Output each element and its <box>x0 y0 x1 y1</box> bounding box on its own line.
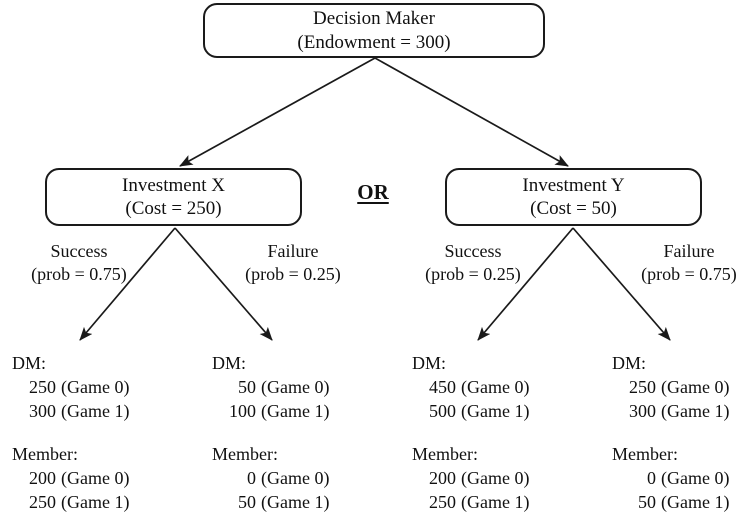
node-investment-x-title: Investment X <box>122 174 225 196</box>
outcome-spacer <box>612 424 747 443</box>
outcome-member-game0-value: 200 <box>429 467 456 488</box>
branch-prob-y-failure: (prob = 0.75) <box>641 264 737 285</box>
outcome-dm-game1: 300 (Game 1) <box>612 400 747 424</box>
outcome-dm-game1-suffix: (Game 1) <box>461 400 530 421</box>
outcome-member-game0: 200 (Game 0) <box>12 467 197 491</box>
outcome-dm-game0-value: 450 <box>429 376 456 397</box>
outcome-dm-game1-suffix: (Game 1) <box>661 400 730 421</box>
outcome-member-game0-suffix: (Game 0) <box>261 467 330 488</box>
branch-prob-x-success: (prob = 0.75) <box>31 264 127 285</box>
edge-root-to-investment-x <box>179 57 376 167</box>
outcome-dm-game0-value: 250 <box>629 376 656 397</box>
branch-label-x-failure: Failure (prob = 0.25) <box>218 240 368 287</box>
outcome-dm-game1: 100 (Game 1) <box>212 400 397 424</box>
branch-prob-x-failure: (prob = 0.25) <box>245 264 341 285</box>
outcome-member-game0-suffix: (Game 0) <box>461 467 530 488</box>
edge-root-to-investment-y <box>374 57 569 167</box>
branch-label-y-failure: Failure (prob = 0.75) <box>614 240 747 287</box>
outcome-spacer <box>212 424 397 443</box>
outcome-member-game1-suffix: (Game 1) <box>461 491 530 512</box>
outcome-dm-game0-suffix: (Game 0) <box>61 376 130 397</box>
outcome-member-game0: 200 (Game 0) <box>412 467 597 491</box>
outcome-member-game0-value: 0 <box>247 467 256 488</box>
node-investment-x-cost: (Cost = 250) <box>125 198 222 219</box>
outcome-dm-game1-suffix: (Game 1) <box>61 400 130 421</box>
outcome-member-game1-value: 50 <box>238 491 256 512</box>
outcome-member-game1: 250 (Game 1) <box>412 491 597 515</box>
branch-outcome-y-success: Success <box>444 241 502 261</box>
outcome-member-game0-value: 0 <box>647 467 656 488</box>
outcome-dm-game0-suffix: (Game 0) <box>661 376 730 397</box>
outcome-dm-game1-value: 100 <box>229 400 256 421</box>
outcome-dm-game0: 250 (Game 0) <box>612 376 747 400</box>
branch-label-x-success: Success (prob = 0.75) <box>4 240 154 287</box>
outcome-dm-game0-value: 50 <box>238 376 256 397</box>
outcome-member-game0: 0 (Game 0) <box>212 467 397 491</box>
outcome-member-game1-suffix: (Game 1) <box>261 491 330 512</box>
outcome-dm-label: DM: <box>412 353 447 373</box>
outcome-member-game1: 50 (Game 1) <box>612 491 747 515</box>
outcome-member-label: Member: <box>412 443 478 464</box>
outcome-dm-game1-value: 300 <box>29 400 56 421</box>
outcome-dm-game1: 300 (Game 1) <box>12 400 197 424</box>
outcome-dm-game1: 500 (Game 1) <box>412 400 597 424</box>
outcome-dm-label: DM: <box>212 353 247 373</box>
outcome-member-label: Member: <box>612 443 678 464</box>
outcome-dm-label: DM: <box>12 353 47 373</box>
outcome-dm-game1-value: 300 <box>629 400 656 421</box>
outcome-member-game1-value: 250 <box>429 491 456 512</box>
branch-label-y-success: Success (prob = 0.25) <box>398 240 548 287</box>
branch-outcome-x-success: Success <box>50 241 108 261</box>
outcome-member-game1-value: 250 <box>29 491 56 512</box>
outcome-dm-label: DM: <box>612 353 647 373</box>
outcome-member-game0: 0 (Game 0) <box>612 467 747 491</box>
outcome-member-label: Member: <box>212 443 278 464</box>
outcome-member-game1-value: 50 <box>638 491 656 512</box>
outcome-dm-game1-value: 500 <box>429 400 456 421</box>
node-decision-maker: Decision Maker (Endowment = 300) <box>203 3 545 58</box>
outcome-spacer <box>12 424 197 443</box>
outcome-member-label: Member: <box>12 443 78 464</box>
branch-outcome-y-failure: Failure <box>663 241 715 261</box>
outcome-dm-game0-suffix: (Game 0) <box>261 376 330 397</box>
node-decision-maker-endowment: (Endowment = 300) <box>297 31 451 53</box>
outcome-spacer <box>412 424 597 443</box>
outcome-block-y-success: DM: 450 (Game 0) 500 (Game 1) Member: 20… <box>412 352 597 515</box>
outcome-dm-game1-suffix: (Game 1) <box>261 400 330 421</box>
outcome-dm-game0: 250 (Game 0) <box>12 376 197 400</box>
outcome-block-y-failure: DM: 250 (Game 0) 300 (Game 1) Member: 0 … <box>612 352 747 515</box>
or-separator-label: OR <box>357 180 389 204</box>
outcome-block-x-failure: DM: 50 (Game 0) 100 (Game 1) Member: 0 (… <box>212 352 397 515</box>
outcome-member-game1: 250 (Game 1) <box>12 491 197 515</box>
outcome-dm-game0: 450 (Game 0) <box>412 376 597 400</box>
node-investment-y-cost: (Cost = 50) <box>530 198 617 219</box>
branch-outcome-x-failure: Failure <box>267 241 319 261</box>
outcome-dm-game0: 50 (Game 0) <box>212 376 397 400</box>
branch-prob-y-success: (prob = 0.25) <box>425 264 521 285</box>
node-investment-y: Investment Y (Cost = 50) <box>445 168 702 226</box>
outcome-member-game1-suffix: (Game 1) <box>61 491 130 512</box>
outcome-member-game0-suffix: (Game 0) <box>661 467 730 488</box>
outcome-member-game1: 50 (Game 1) <box>212 491 397 515</box>
node-investment-y-title: Investment Y <box>522 174 625 196</box>
node-decision-maker-title: Decision Maker <box>313 8 435 30</box>
outcome-dm-game0-value: 250 <box>29 376 56 397</box>
outcome-member-game1-suffix: (Game 1) <box>661 491 730 512</box>
outcome-member-game0-suffix: (Game 0) <box>61 467 130 488</box>
node-investment-x: Investment X (Cost = 250) <box>45 168 302 226</box>
outcome-member-game0-value: 200 <box>29 467 56 488</box>
outcome-block-x-success: DM: 250 (Game 0) 300 (Game 1) Member: 20… <box>12 352 197 515</box>
outcome-dm-game0-suffix: (Game 0) <box>461 376 530 397</box>
